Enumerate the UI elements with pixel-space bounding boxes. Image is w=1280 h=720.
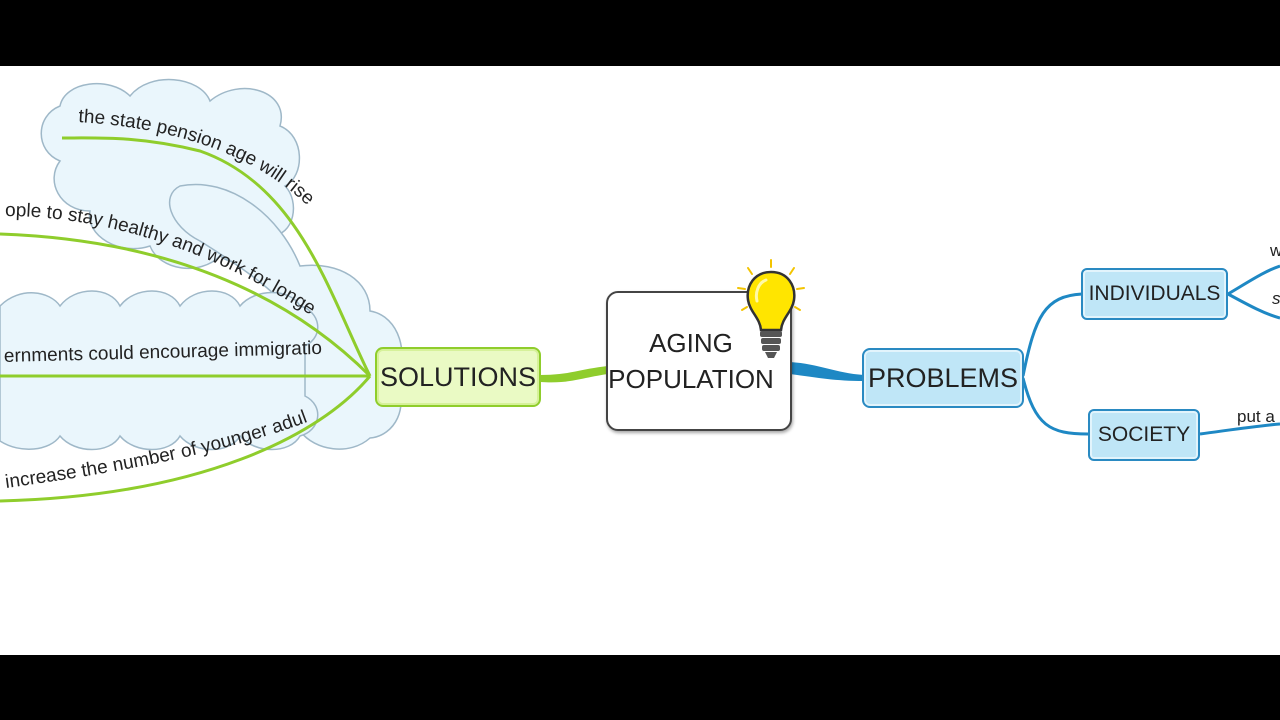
individuals-item-1: w	[1269, 241, 1280, 260]
cloud-callout-middle	[0, 290, 319, 451]
solutions-node[interactable]: SOLUTIONS	[375, 347, 541, 407]
central-title-line1: AGING	[649, 328, 733, 358]
solution-branch-1	[61, 136, 372, 377]
individuals-branch-1	[1227, 264, 1280, 296]
connector-solutions-central	[540, 366, 608, 383]
problems-branch-society	[1021, 377, 1089, 436]
society-branch-1	[1199, 422, 1280, 436]
central-title-line2: POPULATION	[608, 364, 774, 394]
bottom-letterbox-bar	[0, 655, 1280, 720]
problems-node[interactable]: PROBLEMS	[862, 348, 1024, 408]
problems-branch-individuals	[1021, 292, 1083, 377]
mind-map-connectors: the state pension age will rise ople to …	[0, 66, 1280, 503]
individuals-node[interactable]: INDIVIDUALS	[1081, 268, 1228, 320]
solution-branch-2	[0, 232, 372, 378]
individuals-item-2: s	[1272, 289, 1280, 308]
individuals-branch-2	[1227, 292, 1280, 320]
mind-map-canvas: the state pension age will rise ople to …	[0, 66, 1280, 655]
solution-branch-4	[0, 375, 372, 503]
connector-central-problems	[790, 362, 864, 381]
cloud-callout-side	[169, 183, 403, 450]
society-item-1: put a p	[1237, 407, 1280, 426]
society-node[interactable]: SOCIETY	[1088, 409, 1200, 461]
top-letterbox-bar	[0, 0, 1280, 66]
lightbulb-icon	[737, 259, 805, 358]
